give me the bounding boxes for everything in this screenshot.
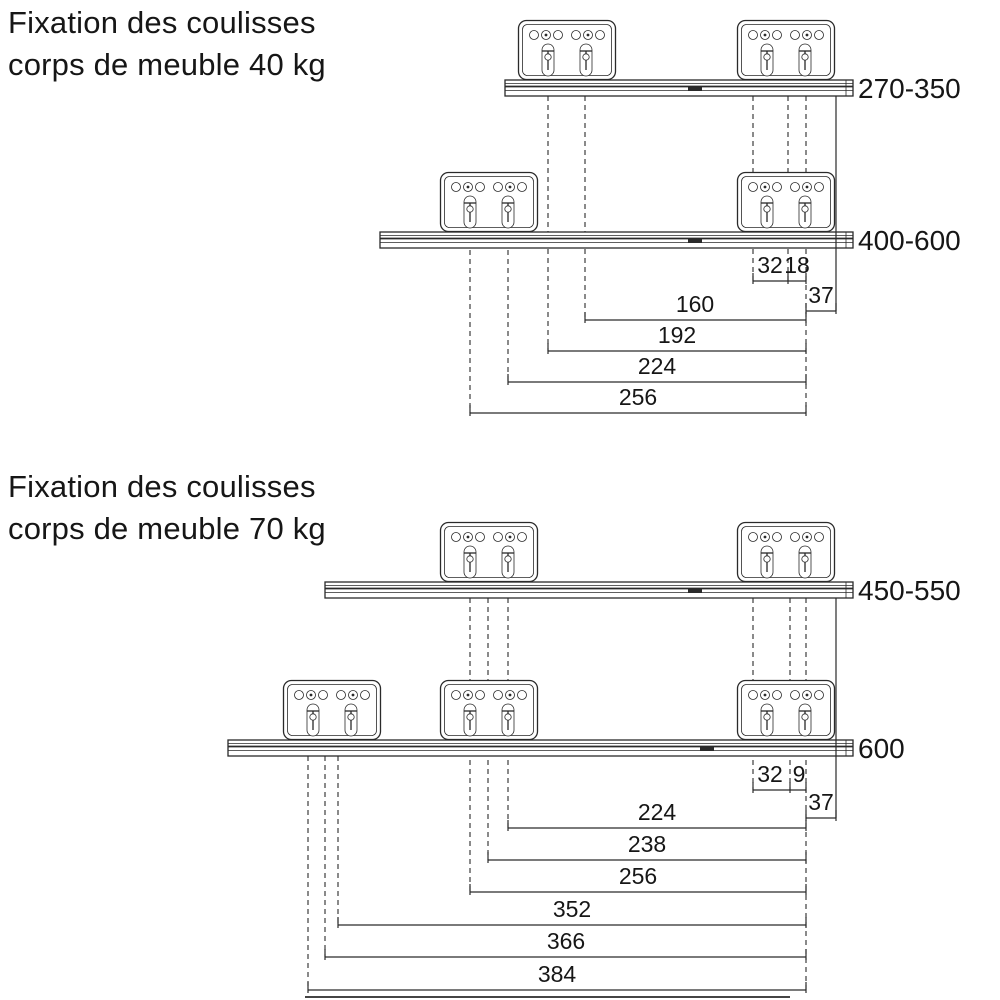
section-40kg: 32 18 37 160 192 224 — [8, 5, 961, 416]
mounting-bracket — [439, 679, 539, 741]
rail-length-label: 400-600 — [858, 225, 961, 256]
mounting-bracket — [439, 521, 539, 583]
rail-length-label: 600 — [858, 733, 905, 764]
dim-row: 256 — [469, 863, 807, 895]
dim-row: 37 — [805, 282, 837, 314]
drawer-slide-rail — [379, 231, 854, 249]
drawer-slide-rail — [227, 739, 854, 757]
dim-value: 9 — [793, 761, 806, 787]
dim-value: 366 — [547, 928, 585, 954]
dim-value: 256 — [619, 863, 657, 889]
dim-value: 32 — [757, 252, 783, 278]
mounting-bracket — [736, 679, 836, 741]
dim-value: 256 — [619, 384, 657, 410]
dim-row: 224 — [507, 353, 807, 385]
dim-value: 238 — [628, 831, 666, 857]
section-title-line1: Fixation des coulisses — [8, 5, 316, 40]
dim-row: 224 — [507, 799, 807, 831]
dim-value: 160 — [676, 291, 714, 317]
dim-value: 224 — [638, 799, 677, 825]
dim-value: 37 — [808, 282, 834, 308]
dim-value: 37 — [808, 789, 834, 815]
dim-value: 192 — [658, 322, 696, 348]
dim-value: 384 — [538, 961, 577, 987]
dim-value: 224 — [638, 353, 677, 379]
dim-row: 366 — [324, 928, 807, 960]
dim-row: 160 — [584, 291, 807, 323]
section-title-line1: Fixation des coulisses — [8, 469, 316, 504]
mounting-bracket — [736, 521, 836, 583]
dim-value: 32 — [757, 761, 783, 787]
section-title-line2: corps de meuble 70 kg — [8, 511, 326, 546]
dim-row: 384 — [307, 961, 807, 993]
mounting-bracket — [736, 171, 836, 233]
dim-row: 192 — [547, 322, 807, 354]
section-70kg: 32 9 37 224 238 256 — [8, 469, 961, 998]
dim-row: 37 — [805, 789, 837, 821]
rail-length-label: 270-350 — [858, 73, 961, 104]
dim-row: 352 — [337, 896, 807, 928]
mounting-bracket — [439, 171, 539, 233]
dim-row: 32 18 — [752, 252, 810, 284]
dim-row: 32 9 — [752, 761, 807, 793]
drawer-slide-rail — [324, 581, 854, 599]
section-title-line2: corps de meuble 40 kg — [8, 47, 326, 82]
mounting-bracket — [736, 19, 836, 81]
mounting-bracket — [282, 679, 382, 741]
mounting-bracket — [517, 19, 617, 81]
dim-value: 18 — [784, 252, 810, 278]
dim-value: 352 — [553, 896, 591, 922]
drawer-slide-rail — [504, 79, 854, 97]
dim-row: 238 — [487, 831, 807, 863]
rail-length-label: 450-550 — [858, 575, 961, 606]
dim-row: 256 — [469, 384, 807, 416]
